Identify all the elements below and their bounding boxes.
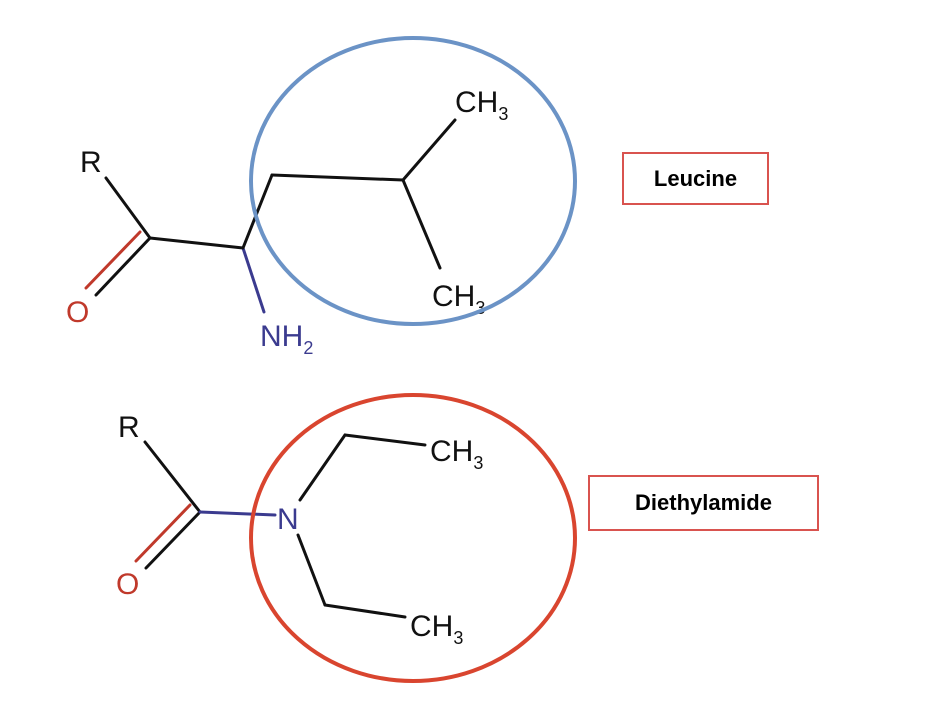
- diethylamide-highlight-circle: [249, 393, 577, 683]
- double-bond: [134, 503, 192, 563]
- r-group-label: R: [80, 146, 102, 179]
- oxygen-label: O: [116, 568, 139, 601]
- bond: [296, 533, 327, 607]
- oxygen-label: O: [66, 296, 89, 329]
- diethylamide-label: Diethylamide: [588, 475, 819, 531]
- bond: [241, 173, 274, 250]
- bond: [143, 440, 202, 514]
- methyl-label: CH3: [410, 610, 463, 648]
- bond: [401, 118, 457, 182]
- bond: [298, 433, 347, 502]
- r-group-label: R: [118, 411, 140, 444]
- bond: [198, 510, 277, 517]
- amine-label: NH2: [260, 320, 313, 358]
- bond: [104, 176, 152, 240]
- double-bond: [84, 230, 142, 290]
- double-bond: [144, 510, 202, 570]
- bond: [323, 603, 407, 619]
- side-chain-highlight-circle: [249, 36, 577, 326]
- methyl-label: CH3: [430, 435, 483, 473]
- bond: [401, 178, 442, 270]
- nitrogen-label: N: [277, 503, 299, 536]
- double-bond: [94, 236, 152, 297]
- leucine-label: Leucine: [622, 152, 769, 205]
- diethylamide-structure: [134, 433, 427, 619]
- bond: [343, 433, 427, 447]
- bond: [241, 246, 266, 314]
- methyl-label: CH3: [455, 86, 508, 124]
- leucine-structure: [84, 118, 457, 314]
- bond: [270, 173, 405, 182]
- bond: [148, 236, 245, 250]
- methyl-label: CH3: [432, 280, 485, 318]
